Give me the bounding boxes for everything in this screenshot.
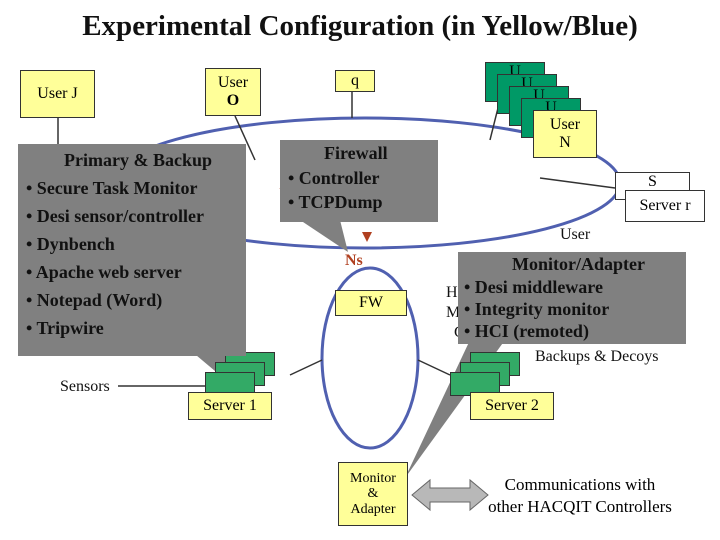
user-q-label: q xyxy=(351,72,359,90)
callout-primary-backup: Primary & Backup • Secure Task Monitor •… xyxy=(18,144,246,356)
callout-firewall-item-2: • TCPDump xyxy=(288,192,383,212)
user-n-box[interactable]: User N xyxy=(533,110,597,158)
callout-primary-item-4: • Apache web server xyxy=(26,262,182,282)
server2-box[interactable]: Server 2 xyxy=(470,392,554,420)
link-server1-ring xyxy=(289,359,323,376)
callout-primary-item-2: • Desi sensor/controller xyxy=(26,206,204,226)
callout-primary-item-5: • Notepad (Word) xyxy=(26,290,163,310)
server1-label: Server 1 xyxy=(203,397,257,415)
callout-primary-item-1: • Secure Task Monitor xyxy=(26,178,198,198)
backups-decoys-label: Backups & Decoys xyxy=(535,348,659,365)
server-r-box[interactable]: Server r xyxy=(625,190,705,222)
user-stack-3-label: U xyxy=(533,87,545,104)
fw-arrow xyxy=(362,232,372,242)
server2-label: Server 2 xyxy=(485,397,539,415)
user-o-label-2: O xyxy=(226,92,240,109)
user-stack-4-label: U xyxy=(545,99,557,116)
callout-primary-item-6: • Tripwire xyxy=(26,318,104,338)
callout-monitor-item-3: • HCI (remoted) xyxy=(464,321,589,341)
server1-box[interactable]: Server 1 xyxy=(188,392,272,420)
user-j-box[interactable]: User J xyxy=(20,70,95,118)
user-stack-1-label: U xyxy=(509,63,521,80)
page-title: Experimental Configuration (in Yellow/Bl… xyxy=(82,10,638,42)
callout-firewall-item-1: • Controller xyxy=(288,168,380,188)
user-o-box[interactable]: User O xyxy=(205,68,261,116)
communications-text: Communications with other HACQIT Control… xyxy=(460,474,700,518)
monitor-label-1: Monitor xyxy=(350,470,396,486)
link-server-r xyxy=(539,177,616,189)
link-user-o xyxy=(234,115,256,161)
callout-firewall: Firewall • Controller • TCPDump xyxy=(280,140,438,222)
callout-primary-item-3: • Dynbench xyxy=(26,234,115,254)
communications-double-arrow xyxy=(411,478,489,512)
fw-box[interactable]: FW xyxy=(335,290,407,316)
callout-firewall-pointer xyxy=(300,220,348,252)
fragment-h: H xyxy=(446,284,458,301)
callout-monitor-item-1: • Desi middleware xyxy=(464,277,603,297)
callout-monitor-heading: Monitor/Adapter xyxy=(512,254,645,274)
ns-label: Ns xyxy=(345,252,363,269)
monitor-label-2: & xyxy=(367,486,379,502)
monitor-label-3: Adapter xyxy=(350,501,396,517)
communications-line-2: other HACQIT Controllers xyxy=(488,497,672,516)
user-mid-label: User xyxy=(560,226,591,243)
link-server2-ring xyxy=(417,359,451,376)
user-o-label-1: User xyxy=(217,74,249,92)
callout-primary-heading: Primary & Backup xyxy=(64,150,212,170)
callout-monitor-adapter: Monitor/Adapter • Desi middleware • Inte… xyxy=(458,252,686,344)
communications-line-1: Communications with xyxy=(504,475,656,494)
callout-firewall-heading: Firewall xyxy=(324,143,388,163)
lower-network-ring xyxy=(320,266,420,450)
user-stack-2-label: U xyxy=(521,75,533,92)
server-stack-back-label: S xyxy=(648,173,657,190)
user-j-label: User J xyxy=(37,85,78,103)
callout-monitor-item-2: • Integrity monitor xyxy=(464,299,610,319)
user-q-box[interactable]: q xyxy=(335,70,375,92)
monitor-adapter-box[interactable]: Monitor & Adapter xyxy=(338,462,408,526)
fw-label: FW xyxy=(359,294,383,312)
sensors-label: Sensors xyxy=(60,378,110,395)
fragment-m: M xyxy=(446,304,461,321)
user-n-label-2: N xyxy=(559,134,571,151)
user-n-label-1: User xyxy=(549,116,581,134)
server-r-label: Server r xyxy=(639,197,691,215)
